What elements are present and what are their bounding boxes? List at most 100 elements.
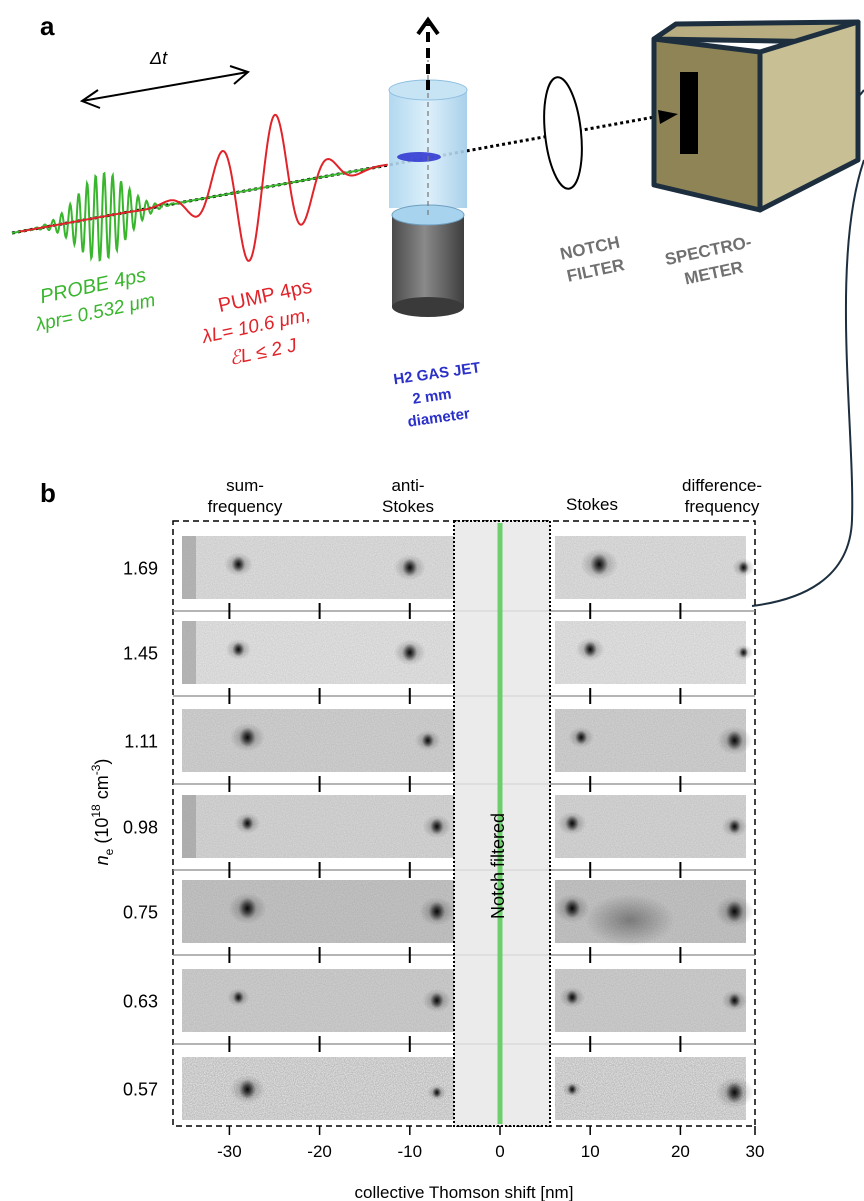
x-tick-label: 10 (581, 1142, 600, 1161)
spectrum-row: 1.45 (123, 621, 755, 704)
panel-b: b sum- frequency anti- Stokes Stokes dif… (40, 476, 764, 1201)
feature-spot (566, 990, 579, 1005)
grain-left (182, 795, 454, 858)
feature-spot (238, 897, 257, 920)
feature-spot (430, 992, 444, 1009)
grain-right (555, 969, 746, 1032)
feature-spot (726, 730, 743, 751)
x-tick-label: -30 (217, 1142, 242, 1161)
feature-spot (432, 1087, 442, 1098)
feature-spot (241, 816, 254, 831)
spectrometer-box (651, 19, 861, 213)
spectra-rows: 1.69 1.45 1.11 0.98 0.75 0.63 0.57 (123, 536, 755, 1120)
feature-spot (239, 1079, 256, 1100)
notch-filter-label: NOTCH FILTER (558, 233, 626, 286)
grain-left (182, 1057, 454, 1120)
grain-right (555, 795, 746, 858)
probe-pulse (11, 165, 380, 262)
feature-spot (565, 815, 579, 832)
edge-shadow (182, 621, 196, 684)
feature-spot (232, 642, 245, 657)
feature-spot (567, 1083, 577, 1095)
background-glow (585, 894, 675, 946)
feature-spot (421, 733, 434, 748)
x-tick-label: 30 (746, 1142, 765, 1161)
pump-label: PUMP 4ps λL= 10.6 μm, ℰL ≤ 2 J (199, 276, 313, 370)
spectrum-row: 1.69 (123, 536, 755, 619)
notch-filtered-label: Notch filtered (488, 813, 508, 919)
density-label: 0.75 (123, 903, 158, 923)
feature-spot (575, 730, 588, 745)
x-tick-label: 20 (671, 1142, 690, 1161)
grain-left (182, 969, 454, 1032)
notch-filter-lens (543, 76, 583, 190)
feature-spot (231, 556, 246, 573)
svg-text:sum-: sum- (226, 476, 264, 495)
edge-shadow (182, 795, 196, 858)
feature-spot (739, 647, 749, 658)
svg-text:2 mm: 2 mm (411, 386, 452, 408)
feature-spot (738, 561, 749, 574)
density-label: 1.69 (123, 559, 158, 579)
density-label: 0.63 (123, 992, 158, 1012)
feature-spot (402, 558, 418, 577)
feature-spot (725, 1081, 744, 1104)
probe-label: PROBE 4ps λpr= 0.532 μm (33, 264, 157, 336)
nozzle (392, 215, 464, 307)
feature-label-anti-stokes: anti- Stokes (382, 476, 434, 516)
gas-jet (388, 16, 468, 317)
x-tick-label: -10 (398, 1142, 423, 1161)
panel-a: a Δt (11, 11, 864, 607)
pump-pulse (19, 113, 388, 262)
grain-left (182, 709, 454, 772)
grain-left (182, 880, 454, 943)
feature-spot (233, 991, 244, 1004)
feature-label-difference-frequency: difference- frequency (682, 476, 762, 516)
svg-text:frequency: frequency (685, 497, 760, 516)
feature-spot (583, 641, 597, 658)
svg-text:H2 GAS JET: H2 GAS JET (392, 359, 481, 388)
svg-text:frequency: frequency (208, 497, 283, 516)
svg-text:Stokes: Stokes (382, 497, 434, 516)
gas-jet-label: H2 GAS JET 2 mm diameter (392, 359, 481, 431)
feature-label-sum-frequency: sum- frequency (208, 476, 283, 516)
panel-b-label: b (40, 478, 56, 508)
spectrum-row: 1.11 (124, 709, 755, 792)
spectrometer-label: SPECTRO- METER (663, 232, 753, 288)
connector-curve (751, 89, 864, 607)
delay-label: Δt (149, 48, 168, 68)
edge-shadow (182, 536, 196, 599)
feature-spot (728, 819, 741, 834)
x-axis: -30 -20 -10 0 10 20 30 (217, 1126, 764, 1161)
feature-label-stokes: Stokes (566, 495, 618, 514)
feature-spot (590, 553, 609, 576)
feature-spot (239, 727, 256, 748)
density-label: 0.57 (123, 1080, 158, 1100)
y-axis-label: ne (1018 cm-3) (89, 759, 116, 866)
density-label: 1.11 (124, 732, 158, 752)
spectrum-row: 0.57 (123, 1057, 754, 1120)
interaction-spot (397, 152, 441, 162)
feature-spot (563, 898, 581, 919)
svg-text:diameter: diameter (407, 405, 471, 431)
spectrum-row: 0.63 (123, 969, 755, 1052)
grain-right (555, 1057, 746, 1120)
spectrum-row: 0.75 (123, 880, 755, 963)
entrance-slit (680, 72, 698, 154)
svg-text:Stokes: Stokes (566, 495, 618, 514)
svg-text:anti-: anti- (391, 476, 424, 495)
x-tick-label: -20 (307, 1142, 332, 1161)
x-tick-label: 0 (495, 1142, 504, 1161)
x-axis-label: collective Thomson shift [nm] (355, 1183, 574, 1201)
delay-arrow: Δt (79, 48, 250, 109)
feature-spot (402, 643, 418, 662)
feature-spot (728, 993, 741, 1008)
spectrum-row: 0.98 (123, 795, 755, 878)
panel-a-label: a (40, 11, 55, 41)
density-label: 1.45 (123, 644, 158, 664)
feature-spot (430, 818, 444, 835)
svg-text:difference-: difference- (682, 476, 762, 495)
density-label: 0.98 (123, 818, 158, 838)
feature-spot (725, 900, 744, 923)
